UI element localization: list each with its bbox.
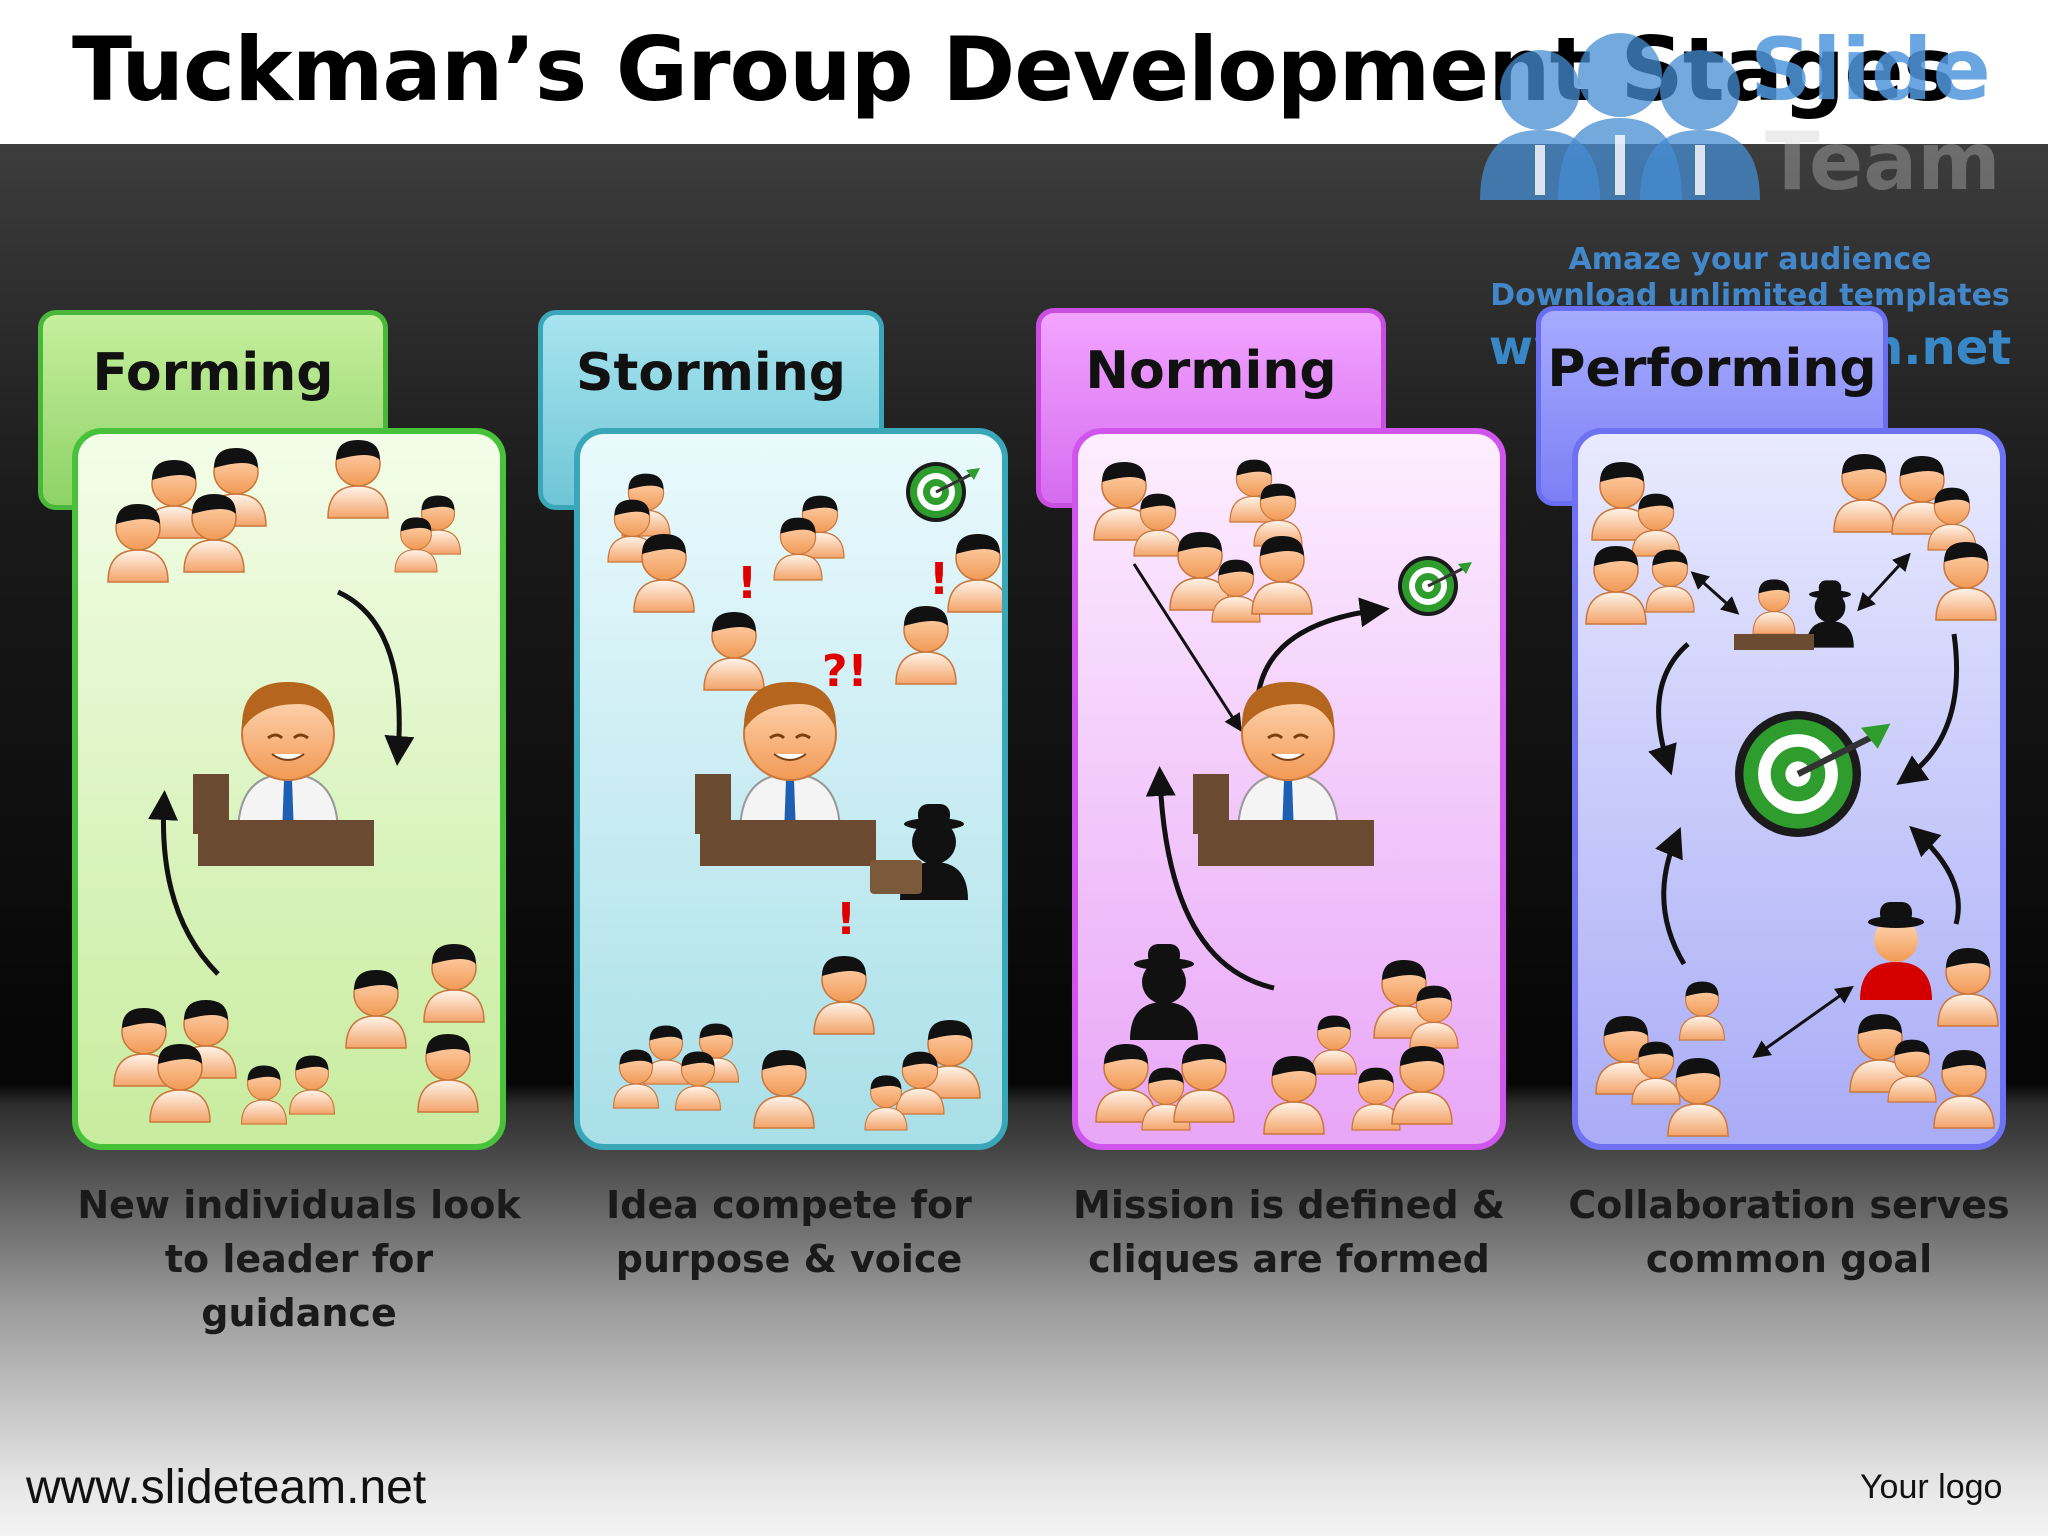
person-icon [417,1033,479,1113]
question-exclaim-mark: ?! [822,646,868,697]
person-icon [327,439,389,519]
person-icon [1752,578,1796,635]
caption-line: cliques are formed [1088,1237,1490,1281]
stage-caption-performing: Collaboration serves common goal [1554,1178,2024,1286]
footer-url[interactable]: www.slideteam.net [26,1461,427,1514]
arrow-icon [1690,571,1740,615]
person-icon [1095,1043,1157,1123]
person-icon [813,955,875,1035]
arrow-icon [1648,642,1690,776]
performing-illustration [1585,453,1999,1137]
person-icon [240,1064,288,1125]
footer-logo: Your logo [1860,1468,2003,1506]
person-icon [1585,545,1647,625]
norming-illustration [1093,459,1474,1135]
person-icon [1833,453,1895,533]
stage-card-performing [1572,428,2006,1150]
caption-line: to leader for guidance [164,1237,434,1335]
watermark-line-1: Amaze your audience [1568,242,1932,277]
leader-icon [1191,680,1376,868]
stage-card-norming [1072,428,1506,1150]
arrow-icon [1857,552,1911,612]
stranger-icon [1130,944,1198,1040]
desk-icon [1734,634,1814,650]
person-icon [288,1054,336,1115]
target-icon [1396,554,1474,618]
arrow-icon [1145,766,1275,991]
stage-card-storming: ! ! ?! ! [574,428,1008,1150]
storming-illustration: ! ! ?! ! [607,460,1002,1131]
exclaim-mark: ! [836,894,856,945]
caption-line: Idea compete for [606,1183,972,1227]
stage-caption-norming: Mission is defined & cliques are formed [1054,1178,1524,1286]
stage-card-forming [72,428,506,1150]
stage-label-storming: Storming [576,343,846,403]
person-icon [423,943,485,1023]
caption-line: common goal [1645,1237,1933,1281]
person-icon [1933,1049,1995,1129]
watermark: Slide Team Amaze your audience Download … [1470,20,2030,376]
person-icon [345,969,407,1049]
person-icon [1310,1014,1358,1075]
exclaim-mark: ! [737,558,757,609]
person-icon [1678,980,1726,1041]
arrow-icon [1909,825,1961,925]
stage-caption-storming: Idea compete for purpose & voice [554,1178,1024,1286]
forming-illustration [107,439,485,1125]
stage-label-norming: Norming [1085,341,1337,401]
person-icon [895,605,957,685]
person-icon [947,533,1002,613]
person-icon [1935,541,1997,621]
stage-caption-forming: New individuals look to leader for guida… [64,1178,534,1340]
person-icon [1937,947,1999,1027]
arrow-icon [1752,985,1854,1059]
person-icon [1391,1045,1453,1125]
arrow-icon [1132,563,1242,733]
arrow-icon [336,589,415,766]
stage-label-forming: Forming [92,343,334,403]
exclaim-mark: ! [929,554,949,605]
caption-line: Mission is defined & [1073,1183,1505,1227]
target-icon [1735,711,1890,837]
red-person-icon [1860,902,1932,1000]
target-icon [904,460,982,524]
briefcase-icon [870,860,922,894]
arrow-icon [1655,826,1687,966]
leader-icon [191,680,376,868]
arrow-icon [1896,633,1960,785]
arrow-icon [1255,597,1390,697]
watermark-people-icon [1480,33,1760,200]
caption-line: Collaboration serves [1568,1183,2010,1227]
caption-line: New individuals look [77,1183,521,1227]
caption-line: purpose & voice [615,1237,963,1281]
person-icon [1251,535,1313,615]
person-icon [753,1049,815,1129]
stage-label-performing: Performing [1547,339,1877,399]
person-icon [1645,548,1695,613]
leader-icon [693,680,878,868]
watermark-brand-top: Slide [1750,20,1991,120]
arrow-icon [148,790,220,976]
person-icon [703,611,765,691]
watermark-brand-bottom: Team [1765,115,2001,208]
